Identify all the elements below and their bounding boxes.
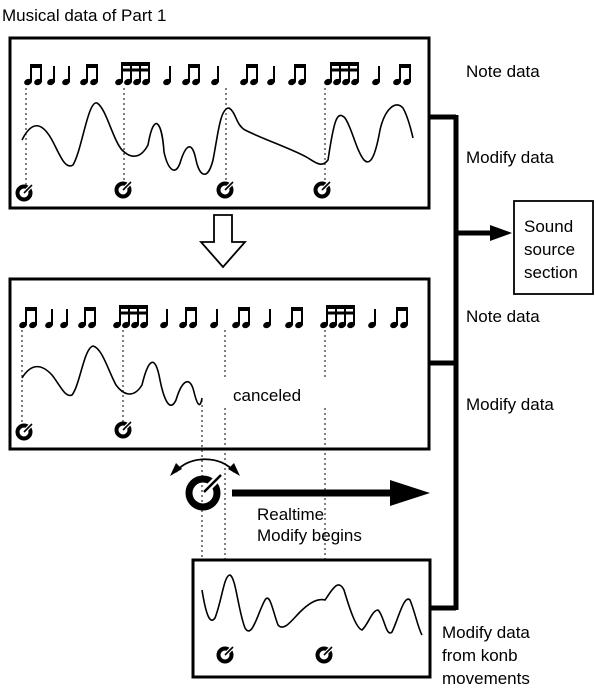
knob-modify-line3: movements [442, 669, 530, 688]
realtime-label-line2: Modify begins [257, 526, 362, 545]
realtime-knob [170, 458, 240, 511]
sound-source-line2: source [524, 240, 575, 259]
modify-curve-mid [21, 345, 203, 406]
realtime-label-line1: Realtime [257, 505, 324, 524]
knob-modify-line1: Modify data [442, 623, 530, 642]
knob-modify-line2: from konb [442, 646, 518, 665]
modify-data-label-mid: Modify data [466, 395, 554, 414]
modify-curve-top [21, 102, 414, 176]
down-arrow-icon [199, 214, 247, 269]
sound-source-box [513, 200, 594, 295]
sound-source-line1: Sound [524, 217, 573, 236]
modify-data-label-top: Modify data [466, 148, 554, 167]
note-data-label-top: Note data [466, 62, 540, 81]
note-data-label-mid: Note data [466, 307, 540, 326]
diagram-title: Musical data of Part 1 [2, 6, 166, 25]
guides-top [25, 88, 326, 185]
data-bus [429, 114, 512, 611]
rotation-arrows-icon [175, 458, 235, 473]
modify-curve-bottom [201, 574, 423, 636]
canceled-label: canceled [233, 386, 301, 405]
sound-source-line3: section [524, 263, 578, 282]
canceled-data-box [8, 277, 431, 451]
right-arrow-icon [232, 480, 430, 506]
